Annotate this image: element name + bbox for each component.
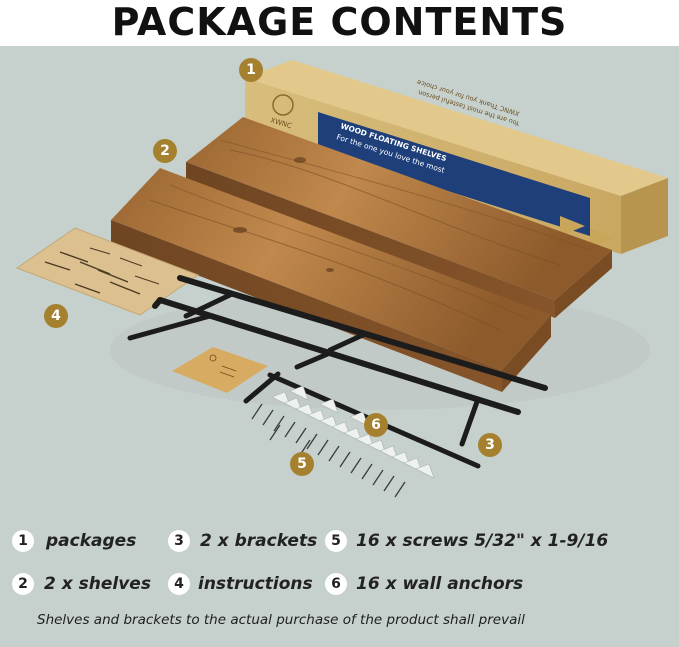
box-top bbox=[245, 60, 668, 196]
card bbox=[172, 347, 268, 393]
box-blue-stripe bbox=[318, 112, 590, 236]
legend-num-5: 5 bbox=[325, 530, 347, 552]
shelf-back bbox=[186, 117, 612, 318]
callout-1: 1 bbox=[239, 58, 263, 82]
page-title: PACKAGE CONTENTS bbox=[111, 0, 568, 44]
legend-text-1: packages bbox=[46, 531, 137, 551]
legend-num-3: 3 bbox=[168, 530, 190, 552]
legend-text-5: 16 x screws 5/32" x 1-9/16 bbox=[356, 531, 609, 551]
footnote: Shelves and brackets to the actual purch… bbox=[37, 612, 525, 628]
legend-num-4: 4 bbox=[168, 573, 190, 595]
shelf-back-end bbox=[555, 250, 612, 318]
card-paper bbox=[172, 347, 268, 393]
callout-2: 2 bbox=[153, 139, 177, 163]
legend-text-4: instructions bbox=[198, 574, 313, 594]
instruction-paper bbox=[15, 227, 200, 316]
shelf-back-top bbox=[186, 117, 612, 300]
hardware-group bbox=[251, 385, 435, 498]
callout-4: 4 bbox=[44, 304, 68, 328]
box-triangle-2 bbox=[590, 228, 615, 248]
box-end bbox=[621, 178, 668, 254]
callout-3: 3 bbox=[478, 433, 502, 457]
legend-num-1: 1 bbox=[12, 530, 34, 552]
callout-5: 5 bbox=[290, 452, 314, 476]
bracket-1 bbox=[127, 297, 521, 447]
shelf-front-edge bbox=[111, 220, 502, 392]
box-logo-icon bbox=[272, 94, 294, 116]
title-band bbox=[0, 0, 679, 46]
shelf-front bbox=[111, 168, 551, 392]
package-box: XWNC WOOD FLOATING SHELVES For the one y… bbox=[245, 60, 668, 254]
legend-num-6: 6 bbox=[325, 573, 347, 595]
legend-text-2: 2 x shelves bbox=[44, 574, 151, 594]
legend-text-3: 2 x brackets bbox=[200, 531, 318, 551]
legend-num-2: 2 bbox=[12, 573, 34, 595]
box-triangle-1 bbox=[560, 216, 585, 236]
callout-6: 6 bbox=[364, 413, 388, 437]
shelf-back-edge bbox=[186, 162, 555, 318]
legend-text-6: 16 x wall anchors bbox=[356, 574, 524, 594]
bracket-2 bbox=[177, 275, 548, 391]
instruction-sheet bbox=[15, 227, 200, 316]
shelf-front-end bbox=[502, 315, 551, 392]
